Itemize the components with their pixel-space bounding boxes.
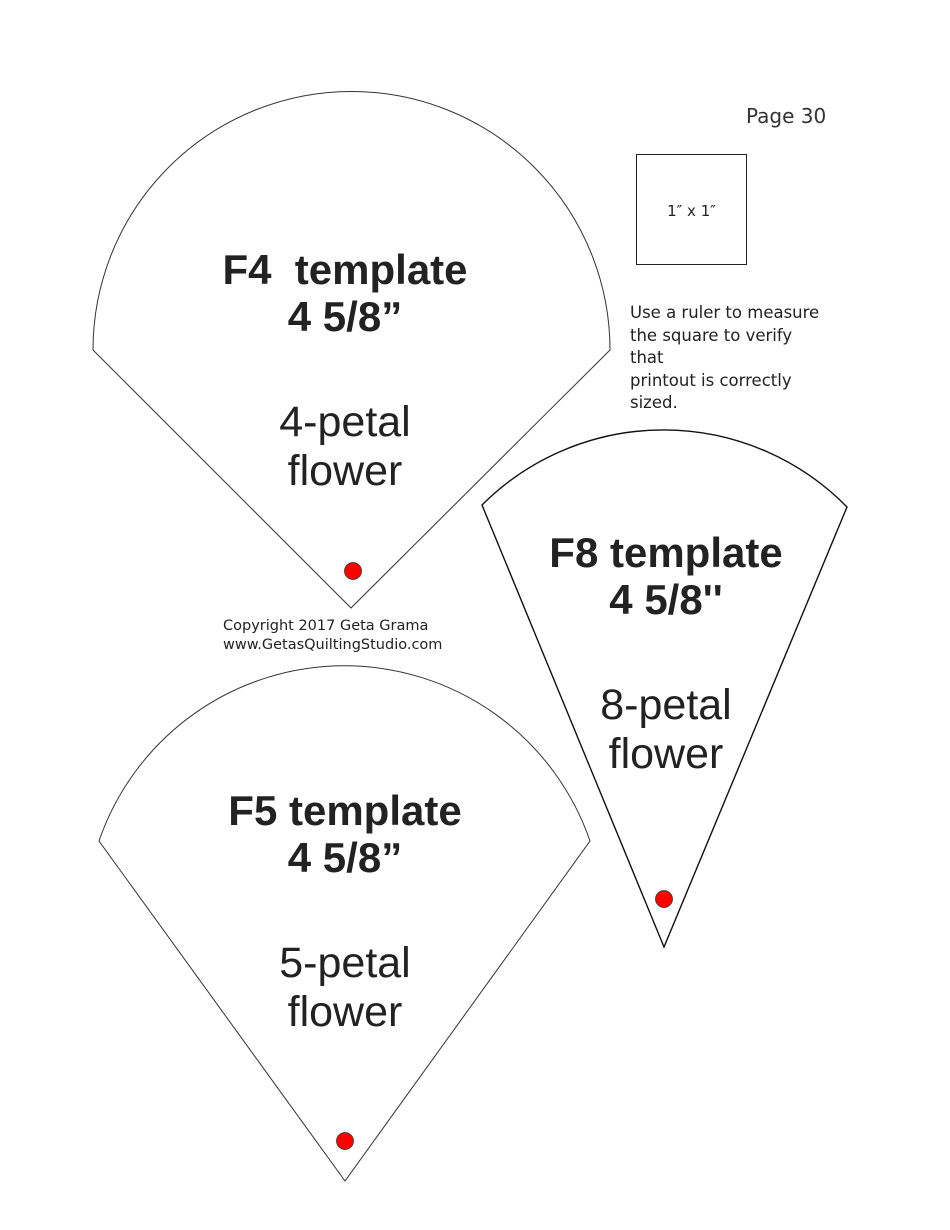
f5-kind: flower [287, 988, 403, 1036]
instruction-line: sized. [630, 393, 678, 412]
f8-template-outline [481, 429, 848, 949]
f5-template-outline [98, 665, 591, 1182]
instruction-line: Use a ruler to measure [630, 303, 820, 322]
copyright-line: Copyright 2017 Geta Grama [223, 618, 429, 634]
page-number: Page 30 [746, 104, 827, 128]
website-link[interactable]: www.GetasQuiltingStudio.com [223, 637, 443, 653]
f4-template-outline [92, 91, 611, 609]
instruction-line: that [630, 348, 664, 367]
f5-alignment-dot-icon [336, 1132, 354, 1150]
f4-title: F4 template [222, 246, 468, 293]
calibration-instructions: Use a ruler to measure the square to ver… [630, 302, 855, 415]
f8-template-label: F8 template 4 5/8'' 8-petal flower [516, 529, 816, 779]
f8-size: 4 5/8'' [609, 576, 723, 623]
f8-title: F8 template [549, 529, 783, 576]
calibration-square: 1″ x 1″ [636, 154, 747, 265]
f5-template-label: F5 template 4 5/8” 5-petal flower [195, 787, 495, 1037]
f8-petals: 8-petal [600, 681, 732, 729]
f8-alignment-dot-icon [655, 890, 673, 908]
copyright-notice: Copyright 2017 Geta Grama www.GetasQuilt… [223, 617, 442, 655]
f5-petals: 5-petal [279, 939, 411, 987]
f5-title: F5 template [228, 787, 462, 834]
f4-kind: flower [287, 447, 403, 495]
f4-size: 4 5/8” [287, 293, 403, 340]
f4-alignment-dot-icon [344, 562, 362, 580]
f4-petals: 4-petal [279, 398, 411, 446]
instruction-line: the square to verify [630, 325, 793, 345]
calibration-square-label: 1″ x 1″ [667, 202, 716, 220]
f4-template-label: F4 template 4 5/8” 4-petal flower [195, 246, 495, 496]
instruction-line: printout is correctly [630, 370, 792, 390]
f5-size: 4 5/8” [287, 834, 403, 881]
f8-kind: flower [608, 730, 724, 778]
